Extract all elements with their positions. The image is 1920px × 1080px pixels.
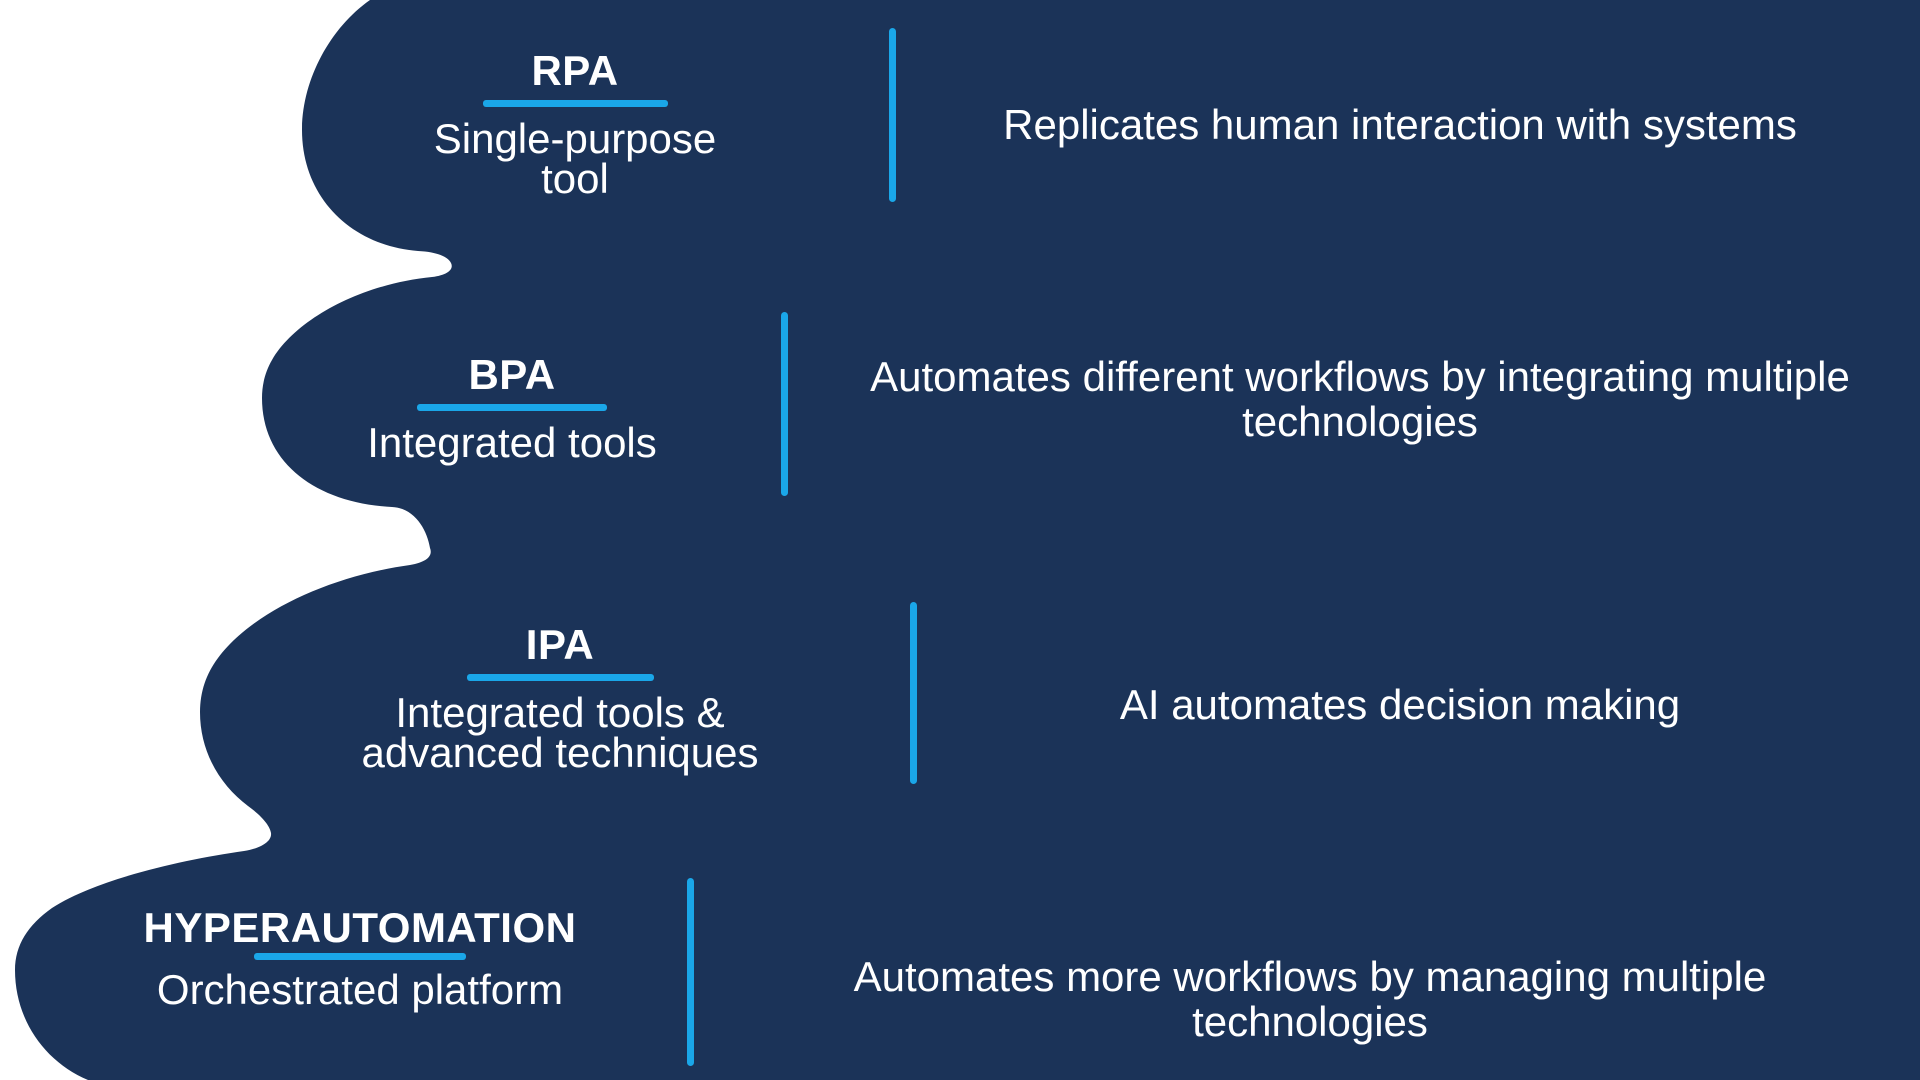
ipa-title: IPA <box>525 621 595 668</box>
hyperautomation-divider-line <box>687 878 694 1066</box>
bpa-title-underline <box>417 404 607 412</box>
bpa-title: BPA <box>468 351 556 398</box>
rpa-description: Replicates human interaction with system… <box>1003 100 1797 148</box>
rpa-title: RPA <box>531 47 619 94</box>
ipa-divider-line <box>910 602 917 784</box>
hyperautomation-left-block: HYPERAUTOMATION Orchestrated platform <box>60 904 660 1014</box>
ipa-subtitle: Integrated tools & advanced techniques <box>361 689 759 777</box>
rpa-subtitle: Single-purpose tool <box>433 115 717 203</box>
bpa-divider-line <box>781 312 788 496</box>
hyperautomation-description: Automates more workflows by managing mul… <box>853 953 1767 1045</box>
bpa-description: Automates different workflows by integra… <box>870 353 1850 445</box>
hyperautomation-title: HYPERAUTOMATION <box>143 904 577 951</box>
ipa-left-block: IPA Integrated tools & advanced techniqu… <box>335 621 785 777</box>
ipa-title-underline <box>466 674 654 682</box>
hyperautomation-title-underline <box>254 953 466 961</box>
bpa-subtitle: Integrated tools <box>367 419 657 467</box>
bpa-left-block: BPA Integrated tools <box>332 351 692 467</box>
rpa-left-block: RPA Single-purpose tool <box>395 47 755 203</box>
rpa-title-underline <box>482 100 668 108</box>
rpa-divider-line <box>889 28 896 202</box>
ipa-description: AI automates decision making <box>1119 680 1681 728</box>
hyperautomation-subtitle: Orchestrated platform <box>156 966 564 1014</box>
